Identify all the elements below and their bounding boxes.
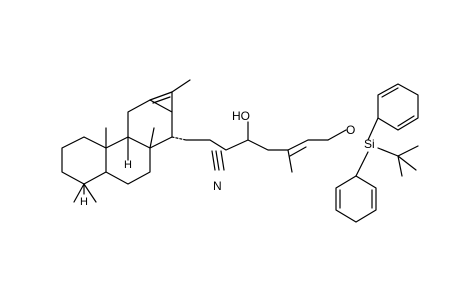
stereo-hydrogens: H H [80,136,132,208]
ring-c [127,91,173,149]
hydroxyl-label: HO [232,109,250,123]
methyl-groups [73,79,191,203]
ring-a [61,136,107,185]
hashed-wedge-bond [171,136,187,141]
tert-butyl-group [397,145,419,177]
silicon-substituents [355,117,399,177]
nitrile-nitrogen-label: N [213,179,222,193]
ether-oxygen-label: O [346,123,355,137]
stereo-h-label-2: H [80,196,88,208]
ring-double-bond [152,96,171,104]
phenyl-ring-bottom [335,175,377,223]
stereo-h-label-1: H [124,159,132,171]
atom-labels: HO N O Si [213,109,375,193]
chain-double-bond [289,146,307,157]
side-chain [171,121,347,173]
phenyl-ring-top [377,83,419,131]
silicon-label: Si [364,137,375,151]
ring-b [105,136,151,185]
